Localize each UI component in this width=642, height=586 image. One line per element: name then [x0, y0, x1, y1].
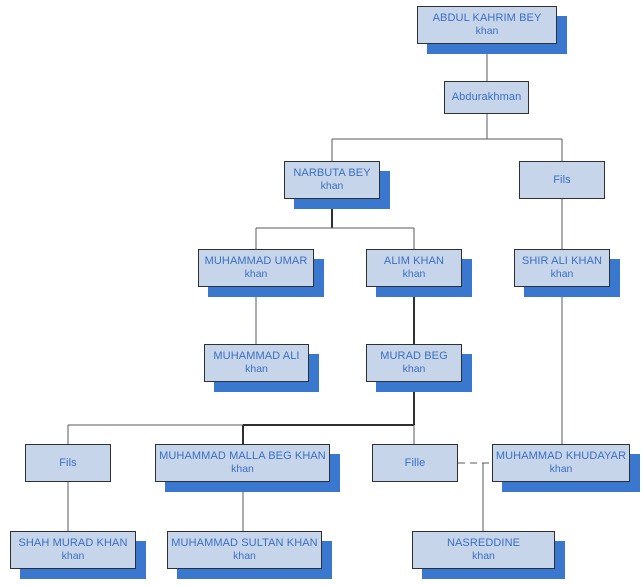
node-title: khan — [231, 463, 254, 476]
node-title: khan — [402, 268, 426, 281]
node-name: SHIR ALI KHAN — [521, 255, 603, 268]
node-abdurakhman[interactable]: Abdurakhman — [444, 81, 529, 114]
node-title: khan — [245, 363, 268, 376]
node-name: Fils — [59, 456, 77, 469]
node-title: khan — [320, 180, 344, 193]
node-title: khan — [244, 268, 268, 281]
node-name: Fille — [404, 456, 426, 469]
node-title: khan — [472, 550, 495, 563]
node-name: MUHAMMAD UMAR — [204, 255, 308, 268]
node-name: MUHAMMAD MALLA BEG KHAN — [159, 450, 326, 463]
node-title: khan — [549, 463, 573, 476]
node-title: khan — [233, 550, 256, 563]
node-fils_1[interactable]: Fils — [519, 161, 605, 199]
node-name: MUHAMMAD ALI — [213, 350, 300, 363]
node-name: MURAD BEG — [380, 350, 448, 363]
node-name: ALIM KHAN — [383, 255, 445, 268]
node-title: khan — [402, 363, 426, 376]
node-name: Fils — [553, 173, 571, 186]
node-name: NASREDDINE — [446, 537, 521, 550]
node-name: MUHAMMAD SULTAN KHAN — [171, 537, 318, 550]
node-fils_2[interactable]: Fils — [25, 444, 111, 482]
node-fille[interactable]: Fille — [372, 444, 458, 482]
node-name: ABDUL KAHRIM BEY — [432, 12, 542, 25]
node-name: MUHAMMAD KHUDAYAR — [495, 450, 627, 463]
node-title: khan — [61, 550, 85, 563]
node-name: Abdurakhman — [451, 91, 522, 104]
node-title: khan — [475, 25, 499, 38]
node-name: SHAH MURAD KHAN — [18, 537, 128, 550]
node-title: khan — [550, 268, 574, 281]
node-name: NARBUTA BEY — [293, 167, 371, 180]
